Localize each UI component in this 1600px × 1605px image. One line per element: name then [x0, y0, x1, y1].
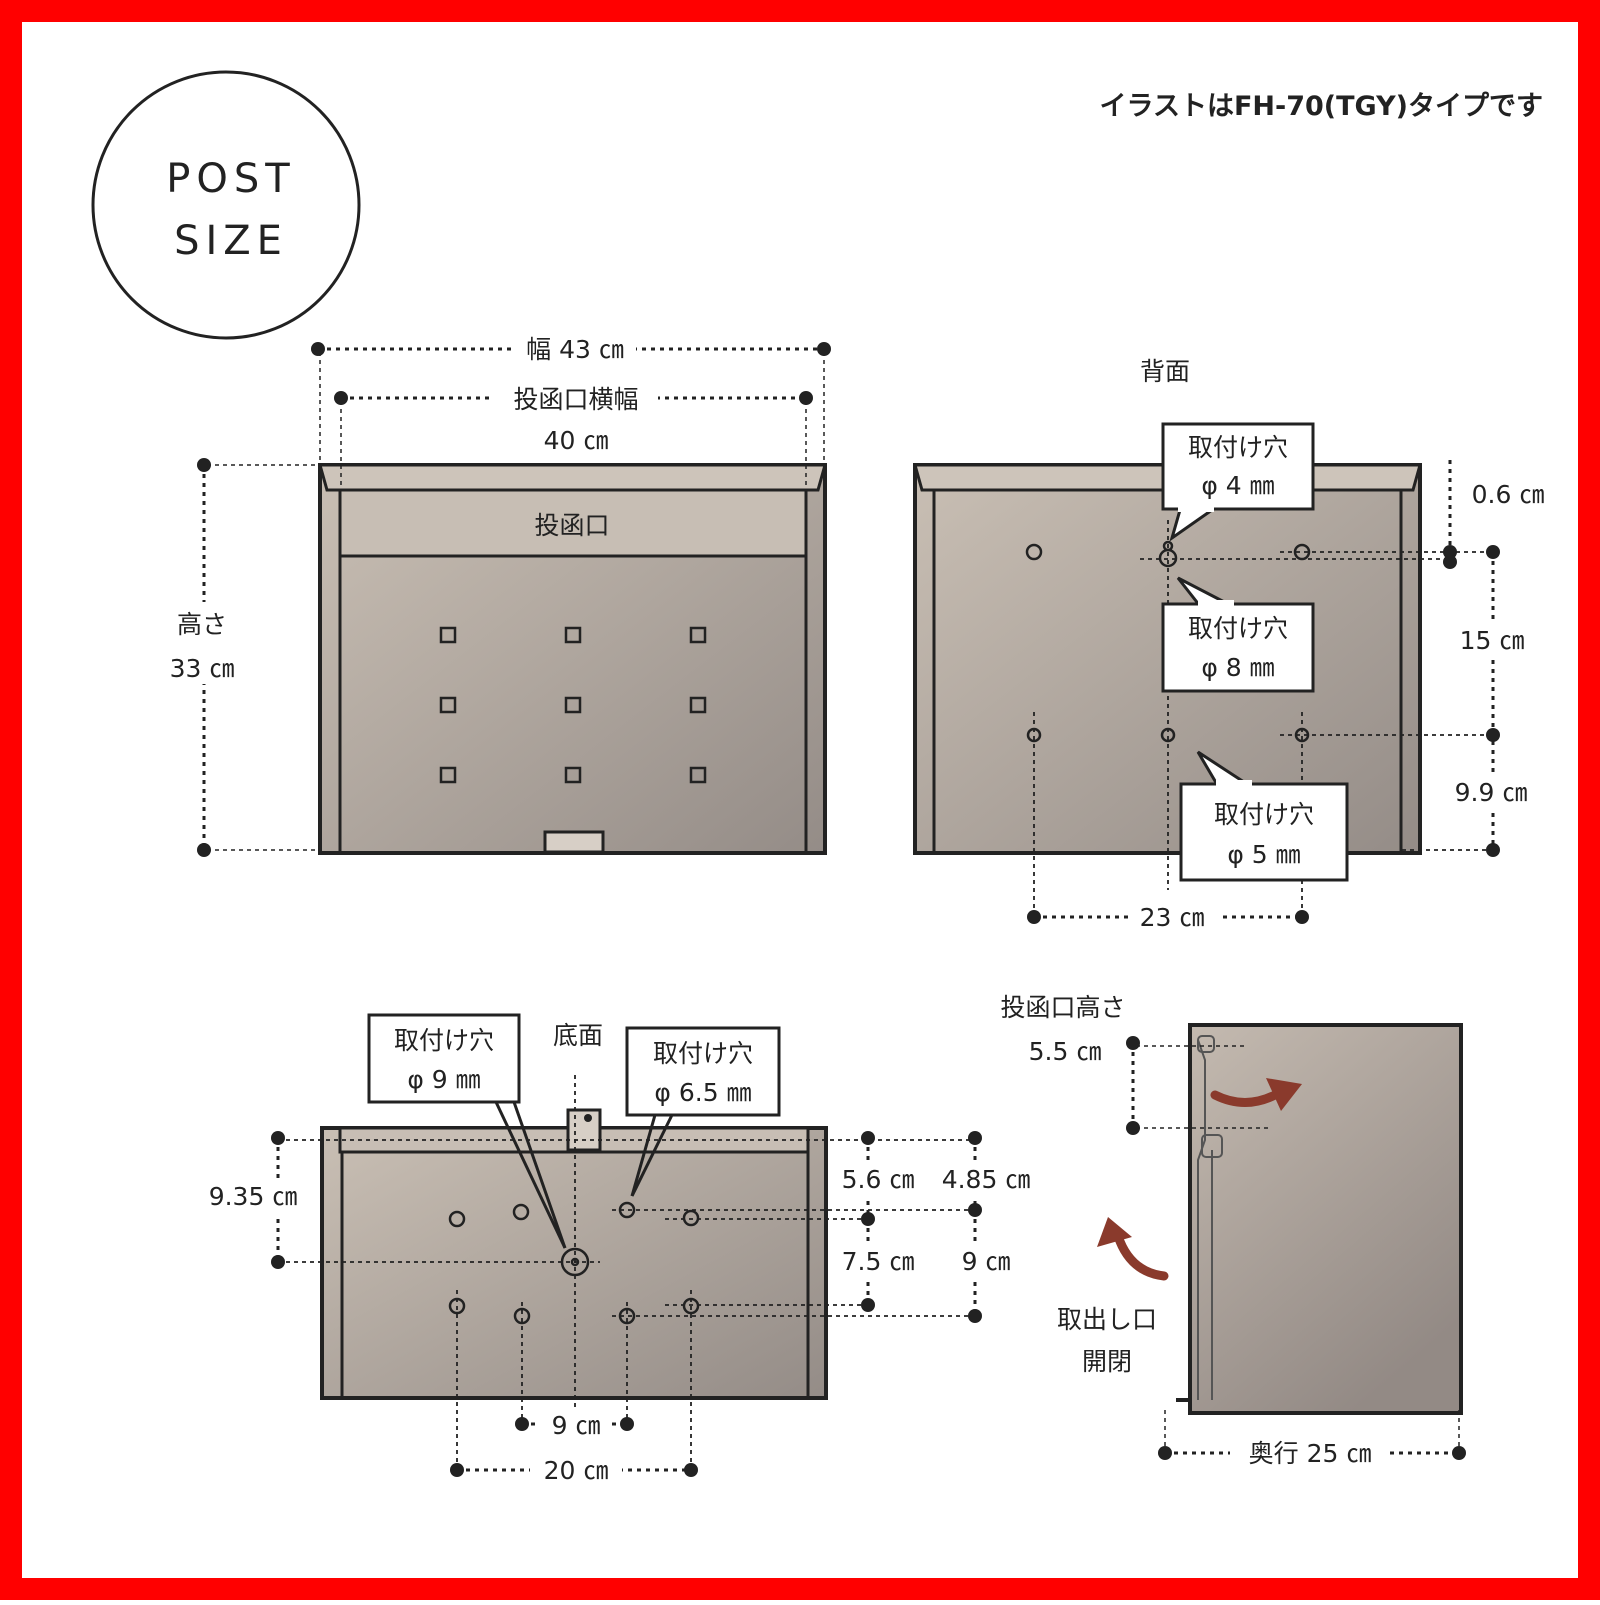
slot-height-title: 投函口高さ [1000, 993, 1125, 1022]
back-dim-mid: 15 ㎝ [1460, 626, 1525, 655]
side-body [1188, 1023, 1463, 1415]
hole-small-size: φ 6.5 ㎜ [654, 1078, 751, 1107]
hole-top-size: φ 4 ㎜ [1201, 471, 1274, 500]
back-dim-width: 23 ㎝ [1140, 903, 1205, 932]
slot-flap [338, 488, 808, 558]
bottom-body [320, 1126, 828, 1400]
bottom-dim-left: 9.35 ㎝ [209, 1182, 298, 1211]
slot-width-value: 40 ㎝ [544, 426, 609, 455]
height-title: 高さ [177, 610, 227, 639]
callout-hole-small [625, 1026, 781, 1117]
side-view: 投函口高さ 5.5 ㎝ 取出し口 開閉 奥行 25 ㎝ [1000, 993, 1466, 1470]
front-view: 投函口 幅 43 ㎝ 投函口横幅 40 ㎝ 高さ 33 ㎝ [162, 332, 831, 857]
bottom-dim-inner: 9 ㎝ [552, 1411, 601, 1440]
callout-hole-top [1161, 422, 1315, 511]
hole-small-title: 取付け穴 [653, 1039, 753, 1068]
bottom-dim-a: 5.6 ㎝ [842, 1165, 915, 1194]
open-arrow-icon [1210, 1078, 1302, 1111]
hole-top-title: 取付け穴 [1188, 433, 1288, 462]
hole-low-title: 取付け穴 [1214, 800, 1314, 829]
illustration-note: イラストはFH-70(TGY)タイプです [1100, 91, 1544, 122]
door-label-2: 開閉 [1082, 1347, 1132, 1376]
side-depth: 奥行 25 ㎝ [1249, 1439, 1372, 1468]
badge-line1: POST [166, 156, 295, 202]
bottom-title: 底面 [553, 1021, 603, 1050]
bottom-dim-d: 9 ㎝ [962, 1247, 1011, 1276]
callout-hole-low [1179, 782, 1349, 882]
back-view: 背面 取付け穴 φ 4 ㎜ [913, 357, 1545, 934]
bottom-dim-b: 4.85 ㎝ [942, 1165, 1031, 1194]
callout-hole-large [367, 1013, 521, 1104]
hole-large-title: 取付け穴 [394, 1026, 494, 1055]
height-value: 33 ㎝ [170, 654, 235, 683]
back-dim-low: 9.9 ㎝ [1455, 778, 1528, 807]
front-width-label: 幅 43 ㎝ [526, 335, 624, 364]
bottom-tab [566, 1108, 602, 1152]
slot-height-value: 5.5 ㎝ [1029, 1037, 1102, 1066]
close-arrow-icon [1097, 1217, 1169, 1281]
back-dim-top: 0.6 ㎝ [1472, 480, 1545, 509]
bottom-dim-outer: 20 ㎝ [544, 1456, 609, 1485]
bottom-dim-c: 7.5 ㎝ [842, 1247, 915, 1276]
door-label-1: 取出し口 [1057, 1305, 1157, 1334]
hole-low-size: φ 5 ㎜ [1227, 840, 1300, 869]
hole-large-size: φ 9 ㎜ [407, 1065, 480, 1094]
slot-width-title: 投函口横幅 [513, 385, 638, 414]
callout-hole-mid [1161, 602, 1315, 693]
front-vents [439, 626, 707, 784]
badge-line2: SIZE [174, 218, 288, 264]
hole-mid-title: 取付け穴 [1188, 614, 1288, 643]
hole-mid-size: φ 8 ㎜ [1201, 653, 1274, 682]
back-title: 背面 [1140, 357, 1190, 386]
front-handle [543, 830, 605, 854]
slot-label: 投函口 [534, 511, 609, 540]
post-size-badge: POST SIZE [91, 70, 361, 340]
bottom-view: 底面 [200, 1013, 1038, 1487]
front-top-lip [318, 463, 827, 492]
